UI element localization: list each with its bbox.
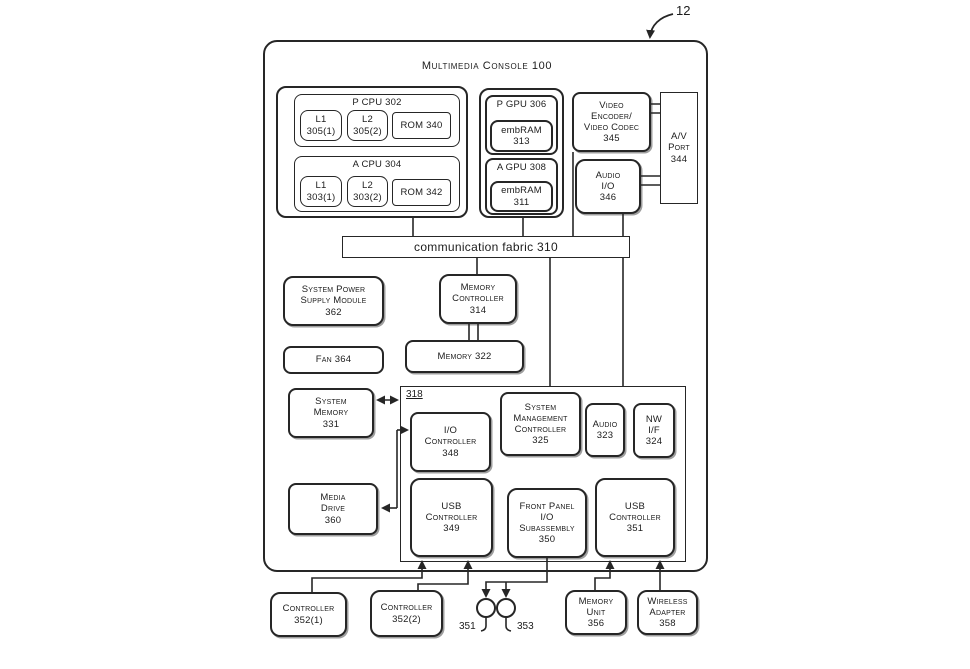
l1-cache-303-label: L1 303(1) (306, 180, 336, 203)
front-panel-io-350-label: Front Panel I/O Subassembly 350 (519, 500, 575, 546)
rom-340-box: ROM 340 (392, 112, 451, 139)
button-353-leader-line (505, 617, 512, 632)
memory-controller-314-label: Memory Controller 314 (452, 282, 504, 316)
memory-322-label: Memory 322 (437, 350, 492, 362)
audio-323-box: Audio 323 (585, 403, 625, 457)
usb-controller-349-label: USB Controller 349 (425, 500, 478, 535)
communication-fabric-310-label: communication fabric 310 (414, 239, 558, 254)
figure-ref-arrow (646, 13, 674, 39)
system-management-controller-325-label: System Management Controller 325 (513, 401, 568, 447)
l2-cache-303-box: L2 303(2) (347, 176, 388, 207)
communication-fabric-310-box: communication fabric 310 (342, 236, 630, 258)
l2-cache-303-label: L2 303(2) (353, 180, 382, 203)
memory-unit-356-label: Memory Unit 356 (578, 595, 614, 630)
nw-if-324-label: NW I/F 324 (645, 413, 663, 448)
video-encoder-345-box: Video Encoder/ Video Codec 345 (572, 92, 651, 152)
embram-311-box: embRAM 311 (490, 181, 553, 212)
audio-io-346-label: Audio I/O 346 (595, 169, 621, 204)
usb-controller-351-box: USB Controller 351 (595, 478, 675, 557)
controller-352-1-box: Controller 352(1) (270, 592, 347, 637)
system-memory-331-label: System Memory 331 (313, 396, 349, 430)
embram-311-label: embRAM 311 (501, 185, 542, 208)
io-subsystem-318-label: 318 (406, 389, 423, 400)
embram-313-box: embRAM 313 (490, 120, 553, 152)
wireless-adapter-358-label: Wireless Adapter 358 (647, 595, 688, 630)
io-controller-348-label: I/O Controller 348 (424, 425, 477, 459)
system-power-supply-362-box: System Power Supply Module 362 (283, 276, 384, 326)
rom-340-label: ROM 340 (400, 119, 443, 131)
front-panel-io-350-box: Front Panel I/O Subassembly 350 (507, 488, 587, 558)
rom-342-label: ROM 342 (400, 186, 443, 198)
io-controller-348-box: I/O Controller 348 (410, 412, 491, 472)
button-ref-353-label: 353 (517, 621, 534, 632)
controller-352-2-box: Controller 352(2) (370, 590, 443, 637)
embram-313-label: embRAM 313 (501, 124, 542, 147)
usb-controller-351-label: USB Controller 351 (609, 500, 661, 535)
a-gpu-308-label: A GPU 308 (496, 162, 547, 173)
button-351-leader-line (480, 617, 487, 632)
l1-cache-305-box: L1 305(1) (300, 110, 342, 141)
memory-controller-314-box: Memory Controller 314 (439, 274, 517, 324)
l1-cache-303-box: L1 303(1) (300, 176, 342, 207)
l2-cache-305-box: L2 305(2) (347, 110, 388, 141)
console-title: Multimedia Console 100 (421, 60, 553, 72)
l1-cache-305-label: L1 305(1) (306, 114, 336, 137)
controller-352-1-label: Controller 352(1) (282, 603, 335, 626)
av-port-344-box: A/V Port 344 (660, 92, 698, 204)
audio-io-346-box: Audio I/O 346 (575, 159, 641, 214)
figure-ref-12: 12 (676, 3, 691, 18)
fan-364-label: Fan 364 (315, 354, 352, 366)
l2-cache-305-label: L2 305(2) (353, 114, 382, 137)
eject-button-circle (496, 598, 516, 618)
wireless-adapter-358-box: Wireless Adapter 358 (637, 590, 698, 635)
video-encoder-345-label: Video Encoder/ Video Codec 345 (583, 99, 640, 145)
p-gpu-306-label: P GPU 306 (496, 99, 547, 110)
media-drive-360-label: Media Drive 360 (320, 492, 346, 526)
memory-322-box: Memory 322 (405, 340, 524, 373)
audio-323-label: Audio 323 (592, 418, 618, 441)
memory-unit-356-box: Memory Unit 356 (565, 590, 627, 635)
usb-controller-349-box: USB Controller 349 (410, 478, 493, 557)
button-ref-351-label: 351 (459, 621, 476, 632)
power-button-circle (476, 598, 496, 618)
system-management-controller-325-box: System Management Controller 325 (500, 392, 581, 456)
fan-364-box: Fan 364 (283, 346, 384, 374)
av-port-344-label: A/V Port 344 (668, 131, 690, 165)
media-drive-360-box: Media Drive 360 (288, 483, 378, 535)
system-power-supply-362-label: System Power Supply Module 362 (300, 284, 367, 318)
system-memory-331-box: System Memory 331 (288, 388, 374, 438)
rom-342-box: ROM 342 (392, 179, 451, 206)
nw-if-324-box: NW I/F 324 (633, 403, 675, 458)
p-cpu-302-label: P CPU 302 (352, 97, 402, 108)
a-cpu-304-label: A CPU 304 (352, 159, 402, 170)
controller-352-2-label: Controller 352(2) (380, 602, 433, 625)
